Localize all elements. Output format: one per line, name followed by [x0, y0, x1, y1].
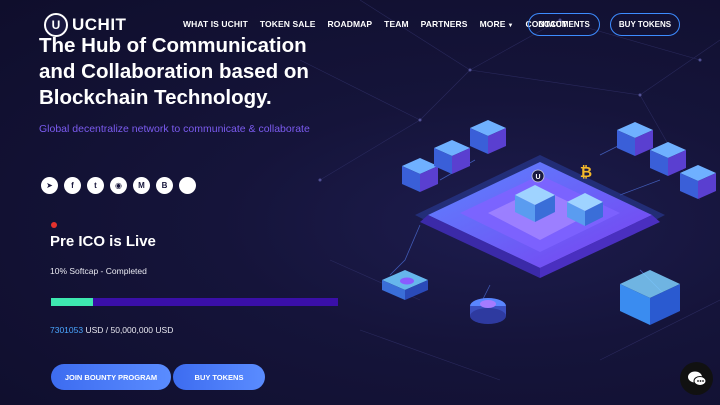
chat-widget-button[interactable]	[680, 362, 713, 395]
medium-icon[interactable]: M	[133, 177, 150, 194]
twitter-icon[interactable]: t	[87, 177, 104, 194]
buy-tokens-header-button[interactable]: BUY TOKENS	[610, 13, 680, 36]
sale-progress-fill	[51, 298, 94, 306]
raised-amount: 7301053 USD / 50,000,000 USD	[50, 325, 173, 335]
hero-title: The Hub of Communication and Collaborati…	[39, 33, 349, 111]
nav-more[interactable]: MORE▼	[480, 19, 514, 29]
social-links: ➤ f t ◉ M B	[41, 177, 196, 194]
facebook-icon[interactable]: f	[64, 177, 81, 194]
nav-contact[interactable]: CONTACT	[525, 19, 568, 29]
github-icon[interactable]: ◉	[110, 177, 127, 194]
logo-badge: U	[44, 13, 68, 37]
telegram-icon[interactable]: ➤	[41, 177, 58, 194]
hero-title-line-1: The Hub of Communication	[39, 34, 307, 57]
raised-value: 7301053	[50, 325, 84, 335]
logo[interactable]: U UCHIT	[44, 13, 126, 37]
caret-down-icon: ▼	[507, 23, 514, 29]
hero-title-line-3: Blockchain Technology.	[39, 86, 272, 109]
nav-token-sale[interactable]: TOKEN SALE	[259, 19, 316, 29]
hero-subtitle: Global decentralize network to communica…	[39, 123, 310, 135]
raised-goal: USD / 50,000,000 USD	[83, 325, 174, 335]
buy-tokens-button[interactable]: BUY TOKENS	[173, 364, 265, 390]
join-bounty-button[interactable]: JOIN BOUNTY PROGRAM	[51, 364, 171, 390]
chat-icon	[687, 371, 706, 386]
softcap-status: 10% Softcap - Completed	[50, 266, 147, 276]
sale-progress-bar	[51, 298, 338, 306]
ico-title: Pre ICO is Live	[50, 233, 156, 250]
platform-badge-icon: U	[535, 174, 540, 181]
bitcoin-icon[interactable]: B	[156, 177, 173, 194]
nav-roadmap[interactable]: ROADMAP	[327, 19, 373, 29]
nav-team[interactable]: TEAM	[384, 19, 409, 29]
logo-text: UCHIT	[72, 15, 127, 34]
nav-more-label: MORE	[479, 19, 506, 29]
live-indicator	[51, 222, 57, 228]
main-nav: WHAT IS UCHIT TOKEN SALE ROADMAP TEAM PA…	[183, 19, 579, 29]
documents-button[interactable]: DOCUMENTS	[528, 13, 600, 36]
bitcoin-coin-icon: ₿	[580, 163, 592, 181]
blockchain-illustration: U ₿	[382, 120, 716, 325]
hero-title-line-2: and Collaboration based on	[39, 60, 309, 83]
other-icon[interactable]	[179, 177, 196, 194]
nav-what-is-uchit[interactable]: WHAT IS UCHIT	[183, 19, 248, 29]
nav-partners[interactable]: PARTNERS	[420, 19, 468, 29]
